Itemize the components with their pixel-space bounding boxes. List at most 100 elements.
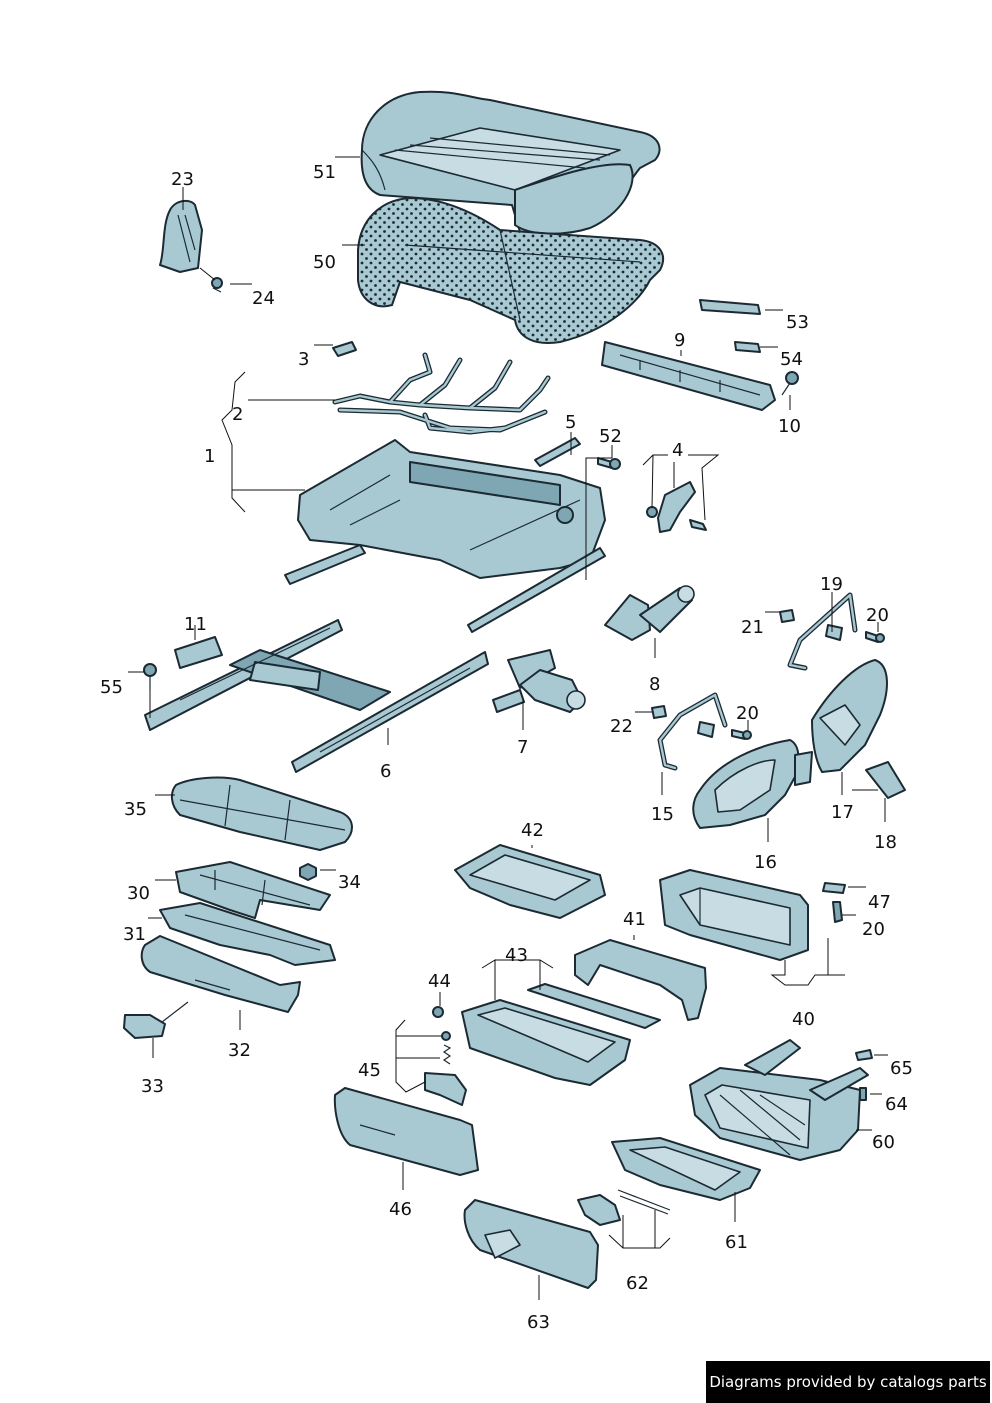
part-65-clip	[855, 1049, 873, 1061]
part-52-screw	[597, 457, 621, 470]
callout-10: 10	[778, 416, 801, 437]
part-51-seat-cover	[360, 90, 661, 235]
callout-23: 23	[171, 169, 194, 190]
watermark-banner: Diagrams provided by catalogs parts	[706, 1361, 990, 1403]
part-10-screw	[781, 371, 799, 396]
part-30-bracket	[175, 861, 331, 919]
callout-60: 60	[872, 1132, 895, 1153]
callout-30: 30	[127, 883, 150, 904]
part-55-screw	[143, 663, 157, 690]
callout-19: 19	[820, 574, 843, 595]
callout-20-lower: 20	[736, 703, 759, 724]
part-44-screw	[432, 1006, 444, 1018]
part-6-seat-rails	[144, 619, 489, 773]
part-20-screw-lower	[731, 729, 752, 740]
callout-43: 43	[505, 945, 528, 966]
callout-42: 42	[521, 820, 544, 841]
callout-3: 3	[298, 349, 309, 370]
part-40-housing	[659, 869, 809, 961]
part-45-spring-set	[424, 1031, 467, 1106]
part-7-motor	[492, 649, 586, 713]
callout-6: 6	[380, 761, 391, 782]
part-31-bracket	[159, 902, 336, 966]
part-20-screw-upper	[865, 631, 885, 643]
part-46-panel	[333, 1087, 479, 1176]
part-19-wire-bracket	[787, 592, 858, 671]
callout-18: 18	[874, 832, 897, 853]
part-21-clip	[779, 609, 795, 623]
part-64-screw	[859, 1087, 867, 1101]
callout-62: 62	[626, 1273, 649, 1294]
part-60-air-vent	[689, 1039, 869, 1161]
part-54-clip	[734, 341, 761, 353]
part-61-grille	[611, 1137, 761, 1201]
part-63-handle-trim	[463, 1199, 599, 1289]
callout-64: 64	[885, 1094, 908, 1115]
callout-34: 34	[338, 872, 361, 893]
callout-40: 40	[792, 1009, 815, 1030]
callout-11: 11	[184, 614, 207, 635]
part-33-bolt	[123, 1001, 189, 1039]
callout-65: 65	[890, 1058, 913, 1079]
callout-63: 63	[527, 1312, 550, 1333]
part-24-screw	[211, 277, 223, 293]
part-43-box	[461, 983, 661, 1086]
callout-16: 16	[754, 852, 777, 873]
part-9-rail-cover	[601, 341, 776, 411]
part-18-cover	[865, 761, 906, 799]
callout-9: 9	[674, 330, 685, 351]
callout-1: 1	[204, 446, 215, 467]
part-20-screw-housing	[832, 901, 843, 923]
part-62-cable-kit	[577, 1189, 671, 1226]
part-4-lever	[646, 481, 707, 533]
callout-51: 51	[313, 162, 336, 183]
callout-5: 5	[565, 412, 576, 433]
part-53-bracket	[699, 299, 761, 315]
part-3-clip	[332, 341, 357, 357]
part-22-clip	[651, 705, 667, 719]
callout-54: 54	[780, 349, 803, 370]
callout-35: 35	[124, 799, 147, 820]
callout-53: 53	[786, 312, 809, 333]
callout-21: 21	[741, 617, 764, 638]
part-35-cushion	[170, 776, 353, 851]
callout-17: 17	[831, 802, 854, 823]
part-32-trim	[140, 935, 301, 1013]
part-42-tray	[454, 844, 606, 919]
callout-4: 4	[672, 440, 683, 461]
callout-20-housing: 20	[862, 919, 885, 940]
callout-45: 45	[358, 1060, 381, 1081]
part-2-spring-mat	[332, 352, 551, 435]
callout-33: 33	[141, 1076, 164, 1097]
callout-31: 31	[123, 924, 146, 945]
callout-46: 46	[389, 1199, 412, 1220]
callout-55: 55	[100, 677, 123, 698]
callout-52: 52	[599, 426, 622, 447]
callout-44: 44	[428, 971, 451, 992]
part-11-cover	[174, 636, 223, 669]
callout-32: 32	[228, 1040, 251, 1061]
callout-7: 7	[517, 737, 528, 758]
leader-lines	[128, 156, 888, 1300]
part-50-foam-pad	[357, 196, 665, 344]
callout-22: 22	[610, 716, 633, 737]
callout-61: 61	[725, 1232, 748, 1253]
part-8-motor	[604, 585, 695, 641]
callout-50: 50	[313, 252, 336, 273]
part-5-rod	[534, 437, 581, 467]
callout-labels: 1 2 3 4 5 6 7 8 9 10 11 15 16 17 18 19 2…	[100, 162, 913, 1333]
part-23-side-trim	[159, 199, 203, 273]
part-34-nut	[299, 863, 317, 881]
part-16-switch-panel	[692, 739, 813, 829]
callout-15: 15	[651, 804, 674, 825]
callout-41: 41	[623, 909, 646, 930]
callout-24: 24	[252, 288, 275, 309]
callout-8: 8	[649, 674, 660, 695]
callout-2: 2	[232, 404, 243, 425]
part-17-trim-panel	[811, 659, 888, 773]
part-47-clip	[822, 882, 846, 894]
callout-47: 47	[868, 892, 891, 913]
part-41-cover	[574, 939, 707, 1021]
callout-20-upper: 20	[866, 605, 889, 626]
